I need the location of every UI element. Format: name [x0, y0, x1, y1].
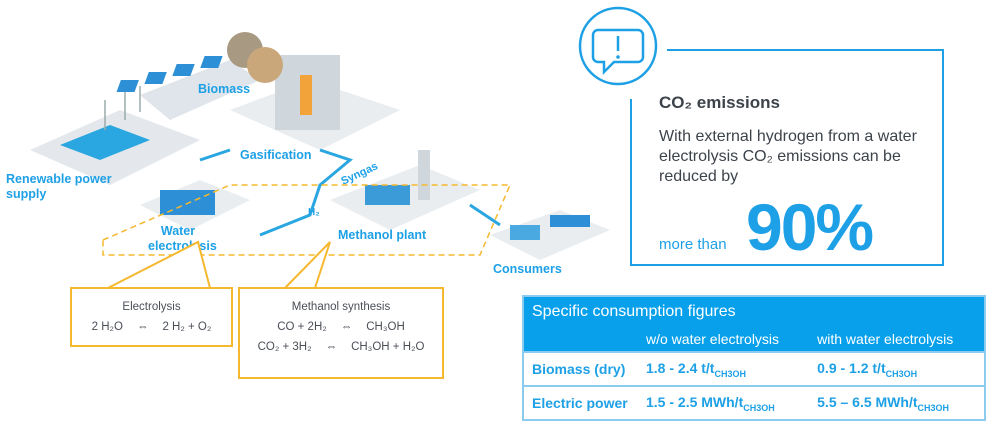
cell-unit-sub: CH3OH	[714, 368, 746, 379]
cell-value: 1.5 - 2.5 MWh/t	[646, 393, 744, 410]
callout-title: Methanol synthesis	[291, 301, 391, 313]
co2-emissions-box: CO₂ emissions With external hydrogen fro…	[629, 48, 944, 266]
eq-arrow: ⇔	[325, 341, 338, 353]
column-header	[523, 326, 638, 352]
eq-left: CO₂ + 3H₂	[257, 341, 312, 353]
gasification-plant	[227, 32, 400, 150]
consumers-graphic	[490, 210, 610, 260]
table-row: Biomass (dry) 1.8 - 2.4 t/tCH3OH 0.9 - 1…	[523, 351, 985, 386]
label-consumers: Consumers	[493, 262, 562, 276]
cell-unit-sub: CH3OH	[917, 402, 950, 413]
plant-illustration	[30, 32, 610, 260]
callout-methanol: Methanol synthesis CO + 2H₂ ⇔ CH₃OH CO₂ + …	[238, 287, 444, 379]
column-header: with water electrolysis	[809, 326, 985, 352]
electrolysis-building	[140, 180, 250, 230]
table-title: Specific consumption figures	[523, 296, 985, 326]
equation: CO₂ + 3H₂ ⇔ CH₃OH + H₂O	[240, 341, 442, 353]
co2-value: 90%	[746, 190, 874, 264]
co2-prefix: more than	[659, 236, 727, 253]
cell-unit-sub: CH3OH	[885, 368, 918, 379]
callout-electrolysis: Electrolysis 2 H₂O ⇔ 2 H₂ + O₂	[70, 287, 233, 347]
eq-arrow: ⇔	[136, 321, 149, 333]
cell-value: 0.9 - 1.2 t/t	[817, 359, 886, 376]
row-label: Electric power	[523, 385, 638, 420]
label-methanol-plant: Methanol plant	[338, 228, 427, 242]
cell: 1.5 - 2.5 MWh/tCH3OH	[638, 385, 810, 420]
cell: 5.5 – 6.5 MWh/tCH3OH	[809, 385, 985, 420]
eq-right: 2 H₂ + O₂	[162, 321, 212, 333]
callout-pointers	[107, 240, 331, 289]
callout-title: Electrolysis	[122, 301, 181, 313]
equation: 2 H₂O ⇔ 2 H₂ + O₂	[72, 321, 231, 333]
label-h2: H₂	[308, 207, 320, 218]
cell-unit-sub: CH3OH	[743, 402, 775, 413]
speech-bubble-exclamation-icon	[578, 6, 658, 86]
cell: 0.9 - 1.2 t/tCH3OH	[809, 351, 985, 386]
cell: 1.8 - 2.4 t/tCH3OH	[638, 351, 810, 386]
renewable-site	[30, 56, 260, 185]
consumption-table: Specific consumption figures w/o water e…	[522, 295, 986, 421]
label-renewable: Renewable power supply	[6, 172, 112, 201]
eq-left: 2 H₂O	[91, 321, 123, 333]
eq-arrow: ⇔	[340, 321, 353, 333]
methanol-plant-graphic	[330, 150, 480, 230]
label-gasification: Gasification	[240, 148, 312, 162]
cell-value: 1.8 - 2.4 t/t	[646, 359, 715, 376]
table-row: Electric power 1.5 - 2.5 MWh/tCH3OH 5.5 …	[523, 385, 985, 420]
eq-left: CO + 2H₂	[277, 321, 327, 333]
eq-right: CH₃OH	[366, 321, 405, 333]
eq-right: CH₃OH + H₂O	[351, 341, 425, 353]
column-header: w/o water electrolysis	[638, 326, 810, 352]
cell-value: 5.5 – 6.5 MWh/t	[817, 393, 918, 410]
co2-text: With external hydrogen from a water elec…	[659, 128, 917, 185]
row-label: Biomass (dry)	[523, 351, 638, 386]
label-biomass: Biomass	[198, 82, 251, 96]
co2-title: CO₂ emissions	[659, 93, 780, 112]
equation: CO + 2H₂ ⇔ CH₃OH	[240, 321, 442, 333]
